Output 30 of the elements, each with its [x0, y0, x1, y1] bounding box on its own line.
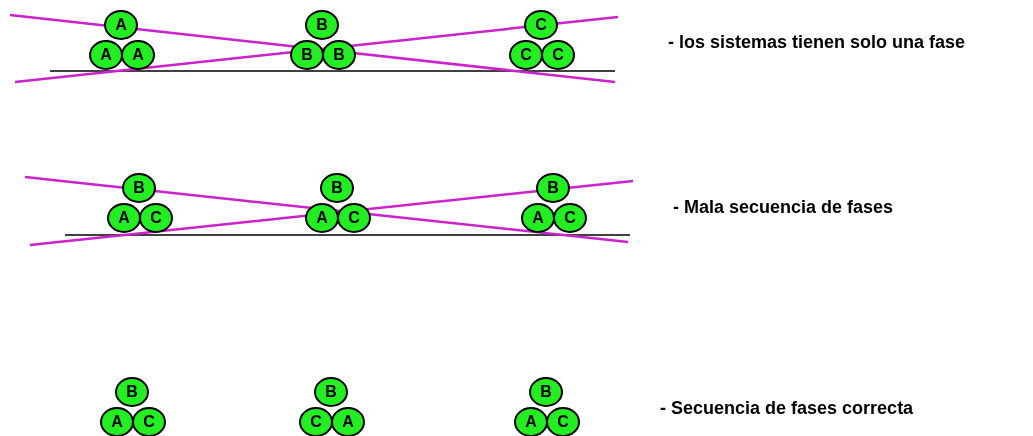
cable-circle: C: [541, 40, 575, 70]
cable-circle: A: [107, 203, 141, 233]
caption-text: - los sistemas tienen solo una fase: [668, 32, 966, 53]
cable-circle: B: [290, 40, 324, 70]
cable-circle: C: [139, 203, 173, 233]
cable-circle: A: [331, 407, 365, 436]
cable-circle: A: [89, 40, 123, 70]
cable-circle: B: [536, 173, 570, 203]
cable-circle: A: [514, 407, 548, 436]
cable-circle: C: [132, 407, 166, 436]
cable-circle: A: [104, 10, 138, 40]
cable-circle: B: [305, 10, 339, 40]
cable-circle: C: [337, 203, 371, 233]
cable-circle: B: [314, 377, 348, 407]
cable-circle: C: [299, 407, 333, 436]
cable-circle: B: [529, 377, 563, 407]
cable-circle: B: [122, 173, 156, 203]
cable-circle: C: [509, 40, 543, 70]
cable-circle: A: [305, 203, 339, 233]
cable-circle: B: [115, 377, 149, 407]
cable-circle: A: [121, 40, 155, 70]
cable-circle: B: [322, 40, 356, 70]
cable-circle: A: [521, 203, 555, 233]
caption-text: - Secuencia de fases correcta: [660, 398, 914, 419]
cable-circle: B: [320, 173, 354, 203]
cable-circle: C: [524, 10, 558, 40]
cable-circle: A: [100, 407, 134, 436]
caption-text: - Mala secuencia de fases: [673, 197, 894, 218]
cable-circle: C: [553, 203, 587, 233]
cable-circle: C: [546, 407, 580, 436]
